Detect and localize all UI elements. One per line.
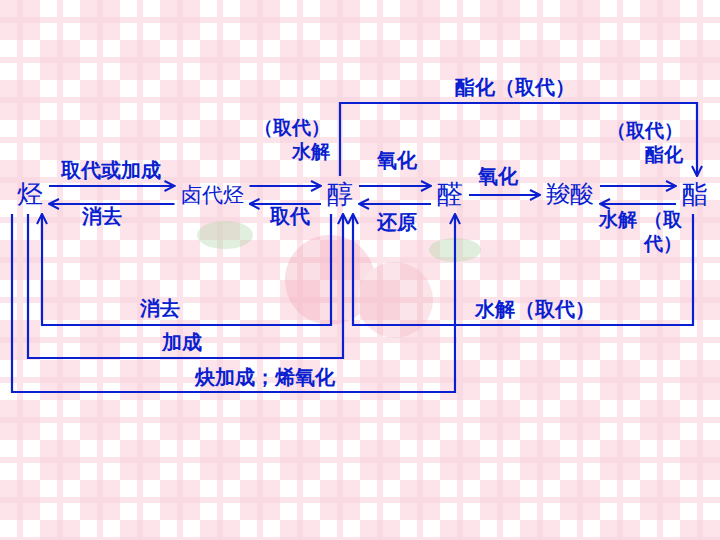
compound-name: 醛 — [437, 180, 463, 210]
reaction-label: 消去 — [140, 296, 180, 321]
compound-node: 酯 — [679, 178, 711, 212]
reaction-label: 加成 — [162, 330, 202, 355]
compound-name: 羧酸 — [546, 181, 594, 209]
reaction-arrow — [28, 214, 343, 358]
reaction-arrow — [49, 185, 175, 187]
reaction-arrow — [359, 203, 431, 205]
compound-name: 醇 — [327, 180, 353, 210]
reaction-arrow — [42, 214, 331, 325]
reaction-label: 水解（取代） — [475, 297, 595, 322]
compound-node: 醇 — [324, 178, 356, 212]
reaction-arrow — [600, 203, 676, 205]
compound-node: 羧酸 — [543, 179, 597, 211]
reaction-label: （取代） 水解 — [246, 116, 330, 164]
reaction-label: 氧化 — [478, 164, 518, 189]
compound-node: 醛 — [434, 178, 466, 212]
reaction-arrow — [12, 214, 455, 392]
reaction-arrow — [469, 194, 540, 196]
reaction-label: （取代） 酯化 — [599, 119, 683, 167]
reaction-arrow — [600, 185, 676, 187]
reaction-label: 氧化 — [377, 148, 417, 173]
reaction-label: 消去 — [82, 204, 122, 229]
reaction-label: 取代 — [270, 204, 310, 229]
reaction-arrow — [359, 185, 431, 187]
flower-decoration — [197, 221, 481, 338]
compound-name: 烃 — [17, 180, 43, 210]
reaction-arrow — [250, 185, 322, 187]
reaction-label: 还原 — [377, 210, 417, 235]
compound-node: 烃 — [14, 178, 46, 212]
reaction-arrow — [340, 103, 697, 176]
compound-name: 酯 — [682, 180, 708, 210]
reaction-label: 取代或加成 — [61, 158, 161, 183]
compound-name: 卤代烃 — [181, 183, 244, 207]
reaction-label: 水解 （取代） — [598, 208, 682, 256]
reaction-label: 酯化（取代） — [455, 75, 575, 100]
compound-node: 卤代烃 — [178, 181, 247, 209]
reaction-label: 炔加成；烯氧化 — [195, 365, 335, 390]
